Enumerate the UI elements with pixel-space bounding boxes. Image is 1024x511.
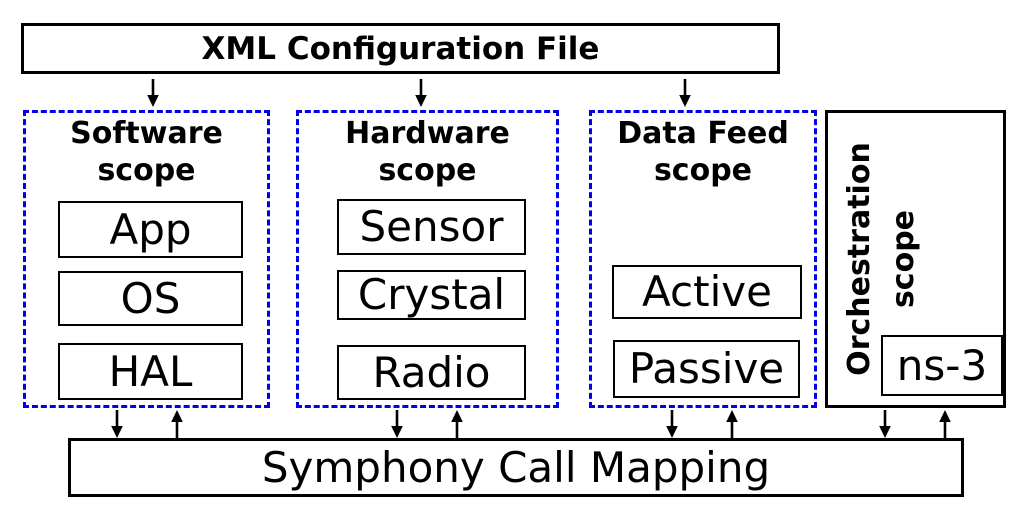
software-scope-title-line2: scope xyxy=(97,153,196,188)
sensor-box: Sensor xyxy=(337,199,526,255)
symphony-call-mapping-label: Symphony Call Mapping xyxy=(261,443,771,492)
hardware-scope-title-line2: scope xyxy=(378,153,477,188)
arrow-up xyxy=(171,410,183,438)
active-box: Active xyxy=(612,265,802,319)
arrow-up xyxy=(726,410,738,438)
radio-box: Radio xyxy=(337,345,526,400)
ns-3-box: ns-3 xyxy=(881,335,1003,396)
arrow-down xyxy=(679,79,691,107)
hardware-scope-title-line1: Hardware xyxy=(345,116,510,151)
software-scope-title: Software scope xyxy=(26,115,267,189)
data-feed-scope-box: Data Feed scope Active Passive xyxy=(589,110,817,408)
data-feed-scope-title-line1: Data Feed xyxy=(617,116,789,151)
arrow-down xyxy=(879,410,891,438)
orchestration-scope-title-line1: Orchestration xyxy=(842,142,877,376)
data-feed-scope-title-line2: scope xyxy=(653,153,753,188)
data-feed-scope-title: Data Feed scope xyxy=(592,115,814,189)
symphony-call-mapping-box: Symphony Call Mapping xyxy=(68,438,964,497)
arrow-down xyxy=(415,79,427,107)
hal-box: HAL xyxy=(58,343,243,400)
passive-box: Passive xyxy=(613,340,800,398)
hardware-scope-box: Hardware scope Sensor Crystal Radio xyxy=(296,110,559,408)
xml-configuration-file-box: XML Configuration File xyxy=(21,23,780,74)
arrow-up xyxy=(939,410,951,438)
app-box: App xyxy=(58,201,243,258)
orchestration-scope-title: Orchestration scope xyxy=(838,109,926,409)
software-scope-box: Software scope App OS HAL xyxy=(23,110,270,408)
arrow-down xyxy=(391,410,403,438)
orchestration-scope-box: ns-3 xyxy=(825,110,1006,408)
orchestration-scope-title-line2: scope xyxy=(886,209,921,309)
arrow-down xyxy=(111,410,123,438)
software-scope-title-line1: Software xyxy=(70,116,223,151)
xml-configuration-file-label: XML Configuration File xyxy=(201,30,600,67)
arrow-down xyxy=(666,410,678,438)
arrow-up xyxy=(451,410,463,438)
arrow-down xyxy=(147,79,159,107)
os-box: OS xyxy=(58,271,243,326)
crystal-box: Crystal xyxy=(337,270,526,320)
hardware-scope-title: Hardware scope xyxy=(299,115,556,189)
